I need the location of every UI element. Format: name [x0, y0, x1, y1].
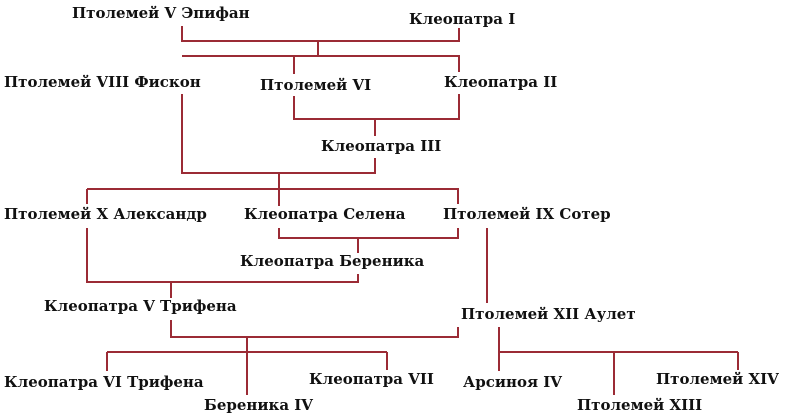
person-ptolemy-viii: Птолемей VIII Фискон [4, 73, 201, 91]
line-couple-x-selene [278, 228, 459, 239]
person-ptolemy-xiv: Птолемей XIV [656, 370, 779, 388]
line-couple-vi-ii [293, 94, 460, 120]
line-sibling-bar-x-selene-ix [87, 188, 459, 204]
person-cleopatra-vii: Клеопатра VII [309, 370, 434, 388]
line-sibling-bar-viii-vi-ii [182, 55, 460, 72]
person-cleopatra-v: Клеопатра V Трифена [44, 297, 237, 315]
person-cleopatra-vi: Клеопатра VI Трифена [4, 373, 204, 391]
person-ptolemy-xii: Птолемей XII Аулет [461, 305, 636, 323]
person-ptolemy-ix: Птолемей IX Сотер [443, 205, 611, 223]
line-drop-x-to-cleopatra-v [86, 228, 359, 283]
person-ptolemy-x: Птолемей X Александр [4, 205, 207, 223]
person-cleopatra-selene: Клеопатра Селена [244, 205, 406, 223]
person-cleopatra-i: Клеопатра I [409, 10, 516, 28]
person-ptolemy-vi: Птолемей VI [260, 76, 372, 94]
person-ptolemy-xiii: Птолемей XIII [577, 396, 703, 414]
person-cleopatra-berenice: Клеопатра Береника [240, 252, 425, 270]
line-couple-v-i [181, 26, 460, 42]
line-stem-xii [498, 327, 738, 353]
person-arsinoe-iv: Арсиноя IV [463, 373, 562, 391]
person-berenice-iv: Береника IV [204, 396, 313, 414]
line-drop-ptolemy-viii [181, 94, 376, 174]
line-couple-v-xii [170, 320, 459, 338]
person-cleopatra-ii: Клеопатра II [444, 73, 558, 91]
person-cleopatra-iii: Клеопатра III [321, 137, 442, 155]
person-ptolemy-v: Птолемей V Эпифан [72, 4, 250, 22]
